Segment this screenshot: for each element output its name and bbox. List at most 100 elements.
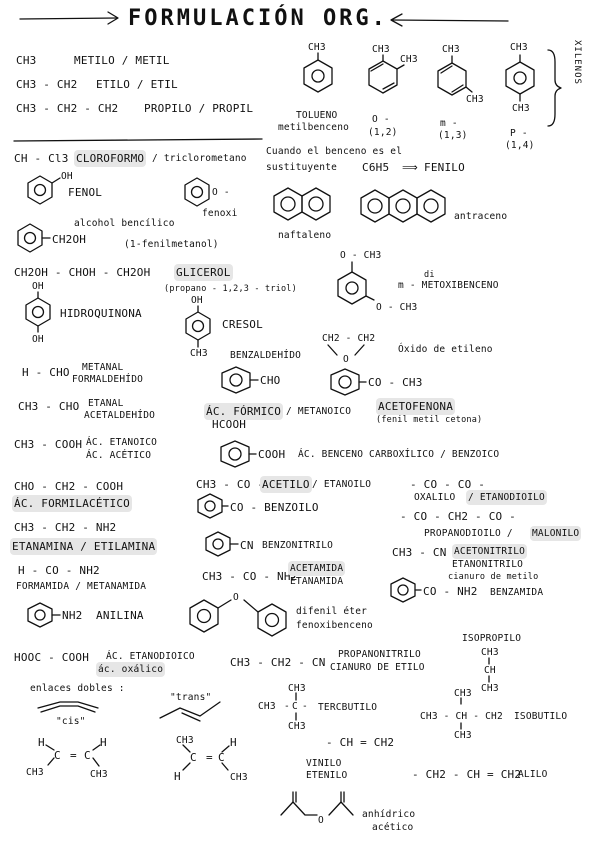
para-ch3-a: CH3 (510, 42, 528, 53)
oxalico-formula: HOOC - COOH (14, 651, 90, 664)
para-ch3-b: CH3 (512, 103, 530, 114)
oxalilo-name: OXALILO (414, 492, 456, 503)
meta-ch3-b: CH3 (466, 94, 484, 105)
trans-ch3-left: CH3 (176, 735, 194, 746)
page-title: FORMULACIÓN ORG. (128, 6, 388, 31)
terbutilo-ch3-top: CH3 (288, 683, 306, 694)
oxido-formula: CH2 - CH2 (322, 333, 376, 344)
para-label: P - (510, 128, 528, 139)
naftaleno-rings (273, 187, 331, 221)
ortho-pos: (1,2) (368, 127, 398, 138)
bencilico-alt: (1-fenilmetanol) (124, 239, 219, 250)
dimetoxi-b: O - CH3 (376, 302, 418, 313)
formamida-formula: H - CO - NH2 (18, 564, 100, 577)
trans-eq: = (206, 751, 213, 764)
cis-h-right: H (100, 736, 107, 749)
trans-c-right: C (218, 751, 225, 764)
formico-alt: / METANOICO (286, 406, 352, 417)
xylenes-label: XILENOS (572, 40, 582, 85)
acetonitrilo-formula: CH3 - CN (392, 546, 447, 559)
etanoico-formula: CH3 - COOH (14, 438, 83, 451)
acetonitrilo-name: ACETONITRILO (454, 546, 526, 557)
trans-bond (159, 701, 221, 722)
etanodioilo-name: / ETANODIOILO (468, 492, 545, 503)
vinilo-formula: - CH = CH2 (326, 736, 395, 749)
acetilo-name: ACETILO (262, 478, 310, 491)
cis-c-left: C (54, 749, 61, 762)
etanal-name: ETANAL (88, 398, 124, 409)
benzamida-name: BENZAMIDA (490, 587, 544, 598)
trans-h-right: H (230, 736, 237, 749)
propanodioilo-formula: - CO - CH2 - CO - (400, 510, 516, 523)
hidroquinona-ring (25, 291, 51, 333)
title-arrow-right (390, 13, 509, 27)
anhidrido-o: O (318, 815, 324, 826)
metanal-name: METANAL (82, 362, 124, 373)
cianuro-etilo-name: CIANURO DE ETILO (330, 662, 425, 673)
oxido-bridge (327, 344, 365, 356)
chloroform-alt: / triclorometano (152, 153, 247, 164)
benzoilo-ring (197, 493, 229, 519)
toluene-label: TOLUENO (296, 110, 338, 121)
benzaldehido-ring (221, 366, 259, 394)
benzaldehido-formula: CHO (260, 374, 281, 387)
cresol-oh: OH (191, 295, 203, 306)
alkyl-formula-2: CH3 - CH2 (16, 78, 78, 91)
acetamida-name: ACETAMIDA (290, 563, 344, 574)
ortho-ch3-b: CH3 (400, 54, 418, 65)
fenilo-line1: Cuando el benceno es el (266, 146, 403, 157)
benzonitrilo-formula: CN (240, 539, 254, 552)
isopropilo-ch3-top: CH3 (481, 647, 499, 658)
etanamina-formula: CH3 - CH2 - NH2 (14, 521, 117, 534)
cis-ch3-right: CH3 (90, 769, 108, 780)
terbutilo-dash-1: - (284, 701, 290, 712)
terbutilo-dash-2: - (302, 701, 308, 712)
alkyl-name-2: ETILO / ETIL (96, 78, 178, 91)
acetofenona-formula: CO - CH3 (368, 376, 423, 389)
isopropilo-ch3-bottom: CH3 (481, 683, 499, 694)
dobles-label: enlaces dobles : (30, 683, 125, 694)
anhidrido-structure (280, 791, 354, 816)
benzamida-ring (390, 577, 422, 603)
isobutilo-ch3-bottom: CH3 (454, 730, 472, 741)
cianuro-metilo-name: cianuro de metilo (448, 572, 539, 582)
para-pos: (1,4) (505, 140, 535, 151)
oxalico-name: ác. oxálico (98, 664, 164, 675)
isopropilo-name: ISOPROPILO (462, 633, 522, 644)
acetofenona-ring (330, 368, 367, 396)
toluene-alt: metilbenceno (278, 122, 350, 133)
formilacetico-name: ÁC. FORMILACÉTICO (14, 497, 130, 510)
title-arrow-left (19, 11, 119, 25)
alilo-formula: - CH2 - CH = CH2 (412, 768, 522, 781)
fenilo-formula: C6H5 (362, 161, 390, 174)
acetilo-alt: / ETANOILO (312, 479, 372, 490)
propanonitrilo-formula: CH3 - CH2 - CN (230, 656, 326, 669)
anilina-ring (27, 602, 61, 628)
anilina-formula: NH2 (62, 609, 83, 622)
cis-structure (45, 744, 101, 767)
anilina-name: ANILINA (96, 609, 144, 622)
etenilo-name: ETENILO (306, 770, 348, 781)
alkyl-formula-3: CH3 - CH2 - CH2 (16, 102, 119, 115)
acetofenona-name: ACETOFENONA (378, 400, 454, 413)
chloroform-name: CLOROFORMO (76, 152, 145, 165)
benzoilo-text: CO - BENZOILO (230, 501, 319, 514)
isobutilo-name: ISOBUTILO (514, 711, 568, 722)
benzoico-formula: COOH (258, 448, 286, 461)
benzonitrilo-name: BENZONITRILO (262, 540, 334, 551)
metanal-formula: H - CHO (22, 366, 70, 379)
alkyl-name-1: METILO / METIL (74, 54, 170, 67)
alkyl-name-3: PROPILO / PROPIL (144, 102, 254, 115)
oxalilo-formula: - CO - CO - (410, 478, 486, 491)
benzoico-name: ÁC. BENCENO CARBOXÍLICO / BENZOICO (298, 449, 500, 460)
isopropilo-ch: CH (484, 665, 496, 676)
dimetoxi-prefix: di (424, 270, 435, 280)
cis-bond (37, 701, 99, 713)
oxido-o: O (343, 354, 349, 365)
dimetoxi-ring (337, 261, 375, 305)
cresol-name: CRESOL (222, 318, 263, 331)
para-xylene-ring (505, 54, 535, 102)
etanal-formula: CH3 - CHO (18, 400, 80, 413)
